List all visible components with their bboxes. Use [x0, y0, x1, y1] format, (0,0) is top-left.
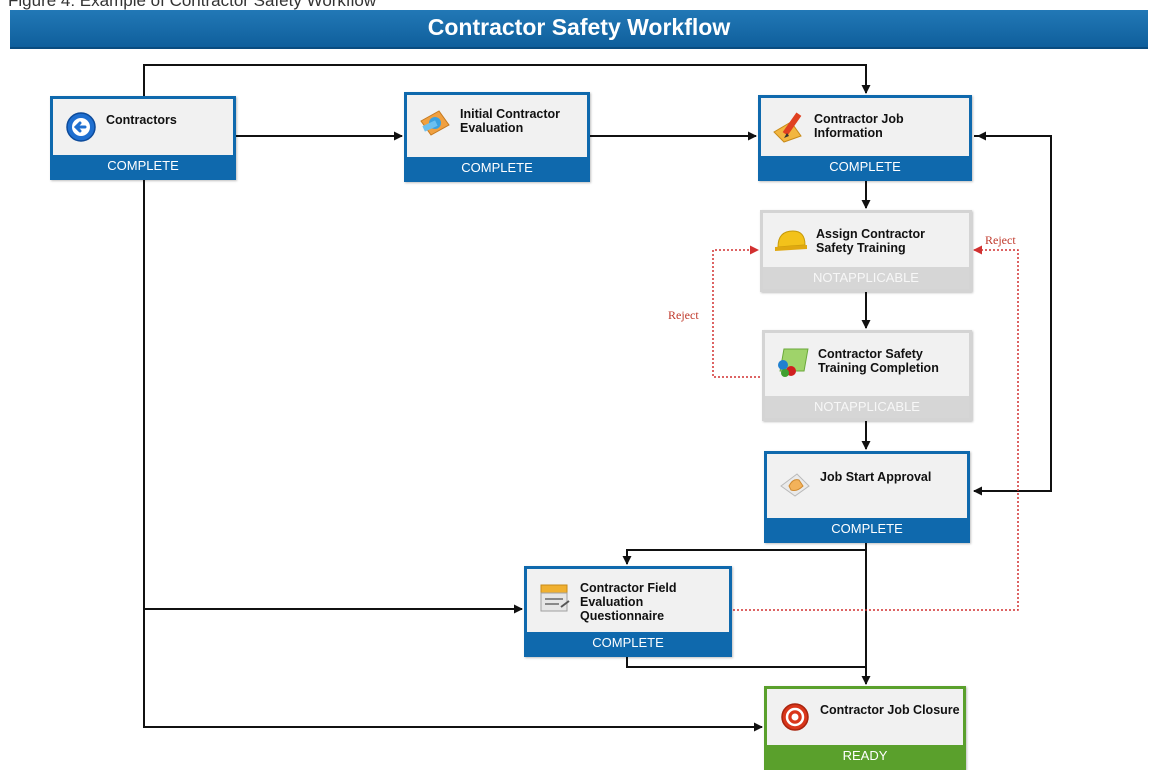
status-badge: NOTAPPLICABLE: [763, 267, 969, 289]
calendar-form-icon: [540, 584, 570, 612]
status-badge: READY: [767, 745, 963, 767]
node-label: Contractors: [106, 113, 177, 127]
connector-contractors-down: [143, 180, 763, 732]
clipboard-pencil-icon: [773, 112, 802, 143]
node-label: Contractor Job Closure: [820, 703, 960, 717]
training-chart-icon: [778, 348, 809, 377]
evaluation-icon: [420, 110, 450, 136]
status-badge: COMPLETE: [767, 518, 967, 540]
node-training-completion[interactable]: Contractor Safety Training Completion NO…: [762, 330, 972, 421]
reject-label-left: Reject: [668, 308, 699, 322]
node-job-information[interactable]: Contractor Job Information COMPLETE: [758, 95, 972, 181]
node-label: Assign Contractor Safety Training: [816, 227, 926, 255]
node-job-start-approval[interactable]: Job Start Approval COMPLETE: [764, 451, 970, 543]
reject-label-right: Reject: [985, 233, 1016, 247]
hard-hat-icon: [775, 230, 807, 251]
status-badge: COMPLETE: [527, 632, 729, 654]
page-title: Contractor Safety Workflow: [427, 14, 731, 40]
title-bar: Contractor Safety Workflow: [10, 10, 1148, 49]
node-label: Job Start Approval: [820, 470, 932, 484]
node-label: Contractor Field Evaluation Questionnair…: [580, 581, 677, 623]
node-assign-training[interactable]: Assign Contractor Safety Training NOTAPP…: [760, 210, 972, 292]
status-badge: COMPLETE: [53, 155, 233, 177]
node-label: Contractor Job Information: [814, 112, 904, 140]
connector-field-to-closure: [626, 657, 866, 668]
reject-loop-right: [733, 245, 1019, 611]
node-label: Initial Contractor Evaluation: [460, 107, 561, 135]
arrow-circle-icon: [66, 112, 96, 142]
status-badge: NOTAPPLICABLE: [765, 396, 969, 418]
figure-caption: Figure 4: Example of Contractor Safety W…: [8, 0, 377, 10]
approval-hand-icon: [780, 473, 810, 497]
node-label: Contractor Safety Training Completion: [818, 347, 939, 375]
stop-circle-icon: [781, 703, 809, 731]
status-badge: COMPLETE: [761, 156, 969, 178]
node-job-closure[interactable]: Contractor Job Closure READY: [764, 686, 966, 770]
connector-approval-to-field: [622, 543, 867, 565]
reject-loop-left: [712, 245, 764, 378]
status-badge: COMPLETE: [407, 157, 587, 179]
node-field-evaluation[interactable]: Contractor Field Evaluation Questionnair…: [524, 566, 732, 657]
node-initial-evaluation[interactable]: Initial Contractor Evaluation COMPLETE: [404, 92, 590, 182]
connector-contractors-to-jobinfo: [143, 64, 871, 96]
connector-bypass-loop: [973, 135, 1052, 496]
node-contractors[interactable]: Contractors COMPLETE: [50, 96, 236, 180]
